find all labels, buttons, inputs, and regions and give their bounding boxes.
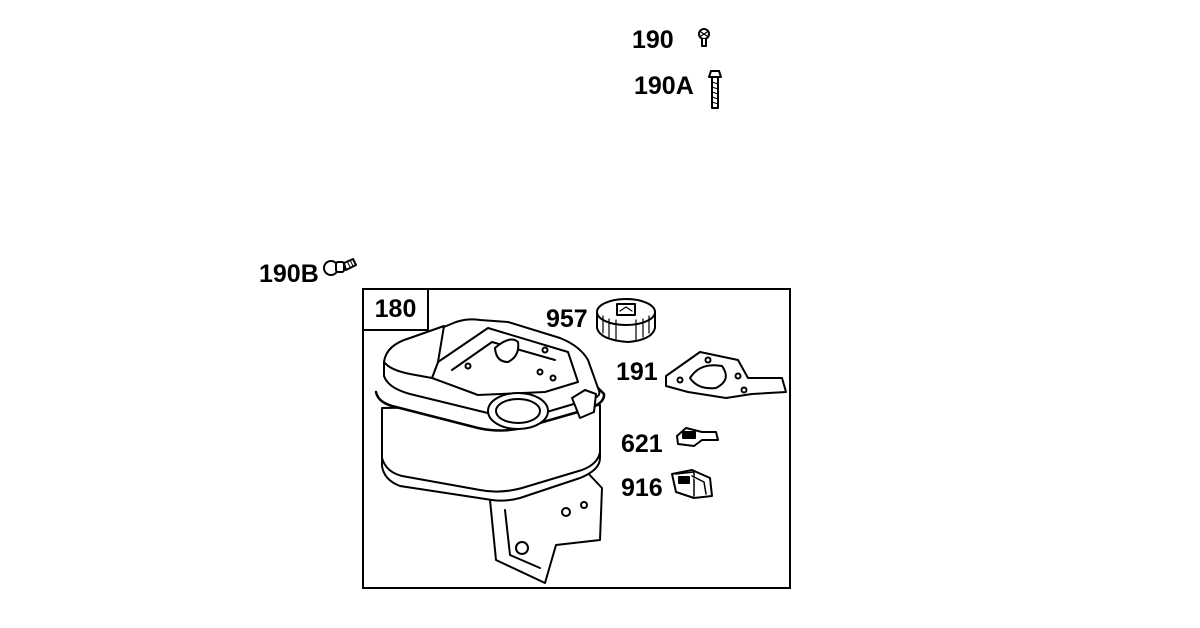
gasket-icon — [665, 351, 787, 399]
bolt-icon — [323, 258, 357, 276]
fuel-tank-icon — [374, 318, 606, 584]
bolt-icon — [708, 70, 722, 109]
part-label-621: 621 — [621, 430, 663, 458]
part-label-916: 916 — [621, 474, 663, 502]
part-label-957: 957 — [546, 305, 588, 333]
assembly-tag-180: 180 — [362, 288, 429, 331]
screw-icon — [698, 28, 710, 47]
part-label-190b: 190B — [259, 260, 319, 288]
assembly-frame — [362, 288, 791, 589]
fuel-cap-icon — [596, 298, 656, 343]
bracket-icon — [671, 469, 713, 499]
part-label-191: 191 — [616, 358, 658, 386]
part-label-190a: 190A — [634, 72, 694, 100]
part-label-190: 190 — [632, 26, 674, 54]
clip-icon — [676, 427, 719, 447]
